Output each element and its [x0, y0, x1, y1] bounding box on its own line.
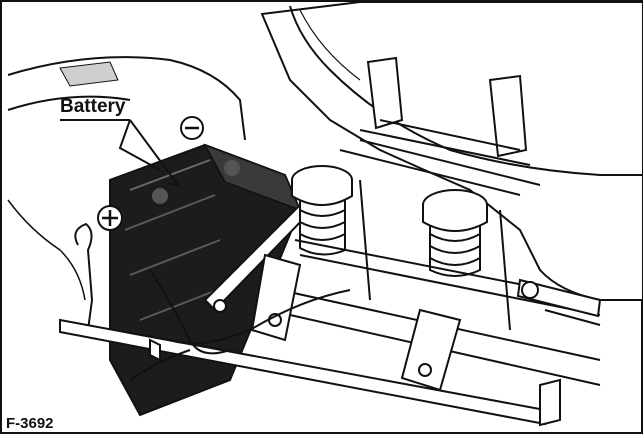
battery-cables — [129, 269, 351, 381]
negative-terminal-icon — [180, 116, 204, 140]
seat-spring-left — [291, 165, 353, 256]
battery-callout-label: Battery — [60, 96, 126, 117]
seat-hinge-brackets — [359, 56, 531, 166]
positive-terminal-icon — [97, 205, 123, 231]
battery-leader-lines — [60, 119, 179, 186]
seat-panel — [260, 1, 643, 301]
fender — [7, 56, 246, 301]
figure-number: F-3692 — [6, 415, 54, 432]
seat-spring-right — [422, 189, 488, 277]
figure-number-backdrop — [2, 410, 74, 432]
right-linkage — [516, 278, 602, 427]
battery-clamp-left — [74, 222, 94, 331]
slide-blocks — [250, 253, 462, 392]
